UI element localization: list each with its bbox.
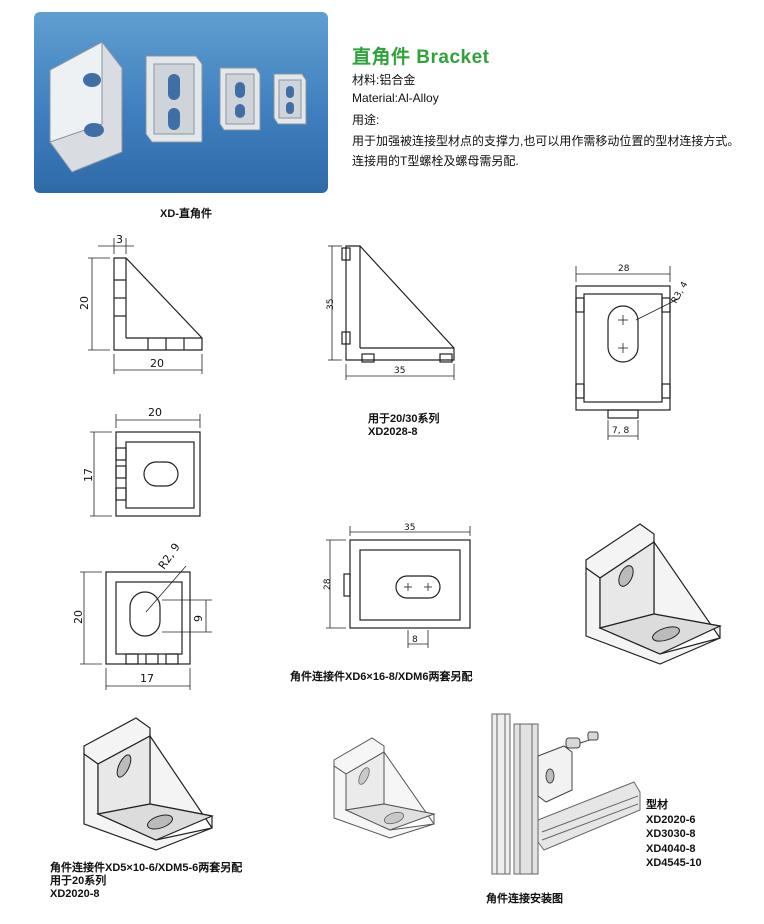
photo-bracket-medium (145, 55, 203, 143)
d1-bottom-dim: 20 (150, 357, 164, 370)
d2-caption: 用于20/30系列 XD2028-8 (368, 413, 440, 439)
model-item: XD4545-10 (646, 857, 702, 869)
d6-side-dim: 28 (323, 578, 333, 590)
usage-label: 用途: (352, 113, 380, 127)
d2-caption-line1: 用于20/30系列 (368, 413, 440, 425)
d6-top-dim: 35 (404, 523, 415, 533)
profile-models-list: 型材 XD2020-6 XD3030-8 XD4040-8 XD4545-10 (646, 798, 702, 871)
d5-hole-dim: 9 (192, 615, 205, 622)
bottom-left-caption: 角件连接件XD5×10-6/XDM5-6两套另配 用于20系列 XD2020-8 (50, 862, 242, 901)
install-caption: 角件连接安装图 (486, 893, 563, 905)
photo-bracket-smallest (273, 73, 307, 125)
d5-side-dim: 20 (72, 610, 85, 624)
product-photo (34, 12, 328, 193)
model-item: XD4040-8 (646, 842, 696, 855)
d2-side-dim: 35 (326, 299, 336, 310)
photo-caption: XD-直角件 (160, 208, 212, 220)
model-item: XD3030-8 (646, 828, 696, 840)
material-cn: 材料:铝合金 (352, 73, 416, 87)
d3-slot-dim: 7, 8 (612, 426, 629, 436)
drawing-side-profile: 3 20 20 (78, 233, 203, 374)
d1-side-dim: 20 (78, 296, 91, 310)
iso-bracket-medium (83, 717, 215, 851)
d6-slot-dim: 8 (412, 635, 418, 645)
models-label: 型材 (646, 799, 668, 811)
d2-bottom-dim: 35 (394, 366, 405, 376)
photo-bracket-large (49, 41, 123, 173)
d1-top-dim: 3 (116, 233, 123, 246)
d4-side-dim: 17 (82, 468, 95, 482)
d4-top-dim: 20 (148, 406, 162, 419)
d2-caption-line2: XD2028-8 (368, 426, 418, 438)
drawing-wide-front: 35 28 8 (323, 523, 471, 648)
material-en: Material:Al-Alloy (352, 91, 439, 105)
d6-caption: 角件连接件XD6×16-8/XDM6两套另配 (290, 671, 473, 683)
d3-top-dim: 28 (618, 264, 630, 274)
bottom-left-line1: 角件连接件XD5×10-6/XDM5-6两套另配 (50, 862, 243, 874)
page-title: 直角件 Bracket (352, 47, 490, 68)
photo-bracket-small (219, 67, 261, 131)
d5-radius-dim: R2, 9 (156, 541, 183, 572)
drawing-small-front: R2, 9 20 9 17 (72, 541, 212, 690)
drawing-large-profile: 35 35 (326, 245, 455, 380)
installation-diagram (491, 713, 641, 875)
d5-bottom-dim: 17 (140, 672, 154, 685)
bottom-left-line3: XD2020-8 (50, 888, 100, 900)
model-item: XD2020-6 (646, 813, 696, 826)
bracket-photo-image (49, 41, 307, 173)
bottom-left-line2: 用于20系列 (50, 875, 107, 887)
iso-bracket-small (333, 737, 436, 839)
iso-bracket-large (585, 523, 722, 665)
drawing-top-view: 20 17 (82, 406, 201, 517)
d3-radius-dim: R3, 4 (670, 280, 691, 306)
usage-description: 用于加强被连接型材点的支撑力,也可以用作需移动位置的型材连接方式。连接用的T型螺… (352, 134, 740, 168)
drawing-front-slot: 28 R3, 4 7, 8 (575, 264, 691, 440)
